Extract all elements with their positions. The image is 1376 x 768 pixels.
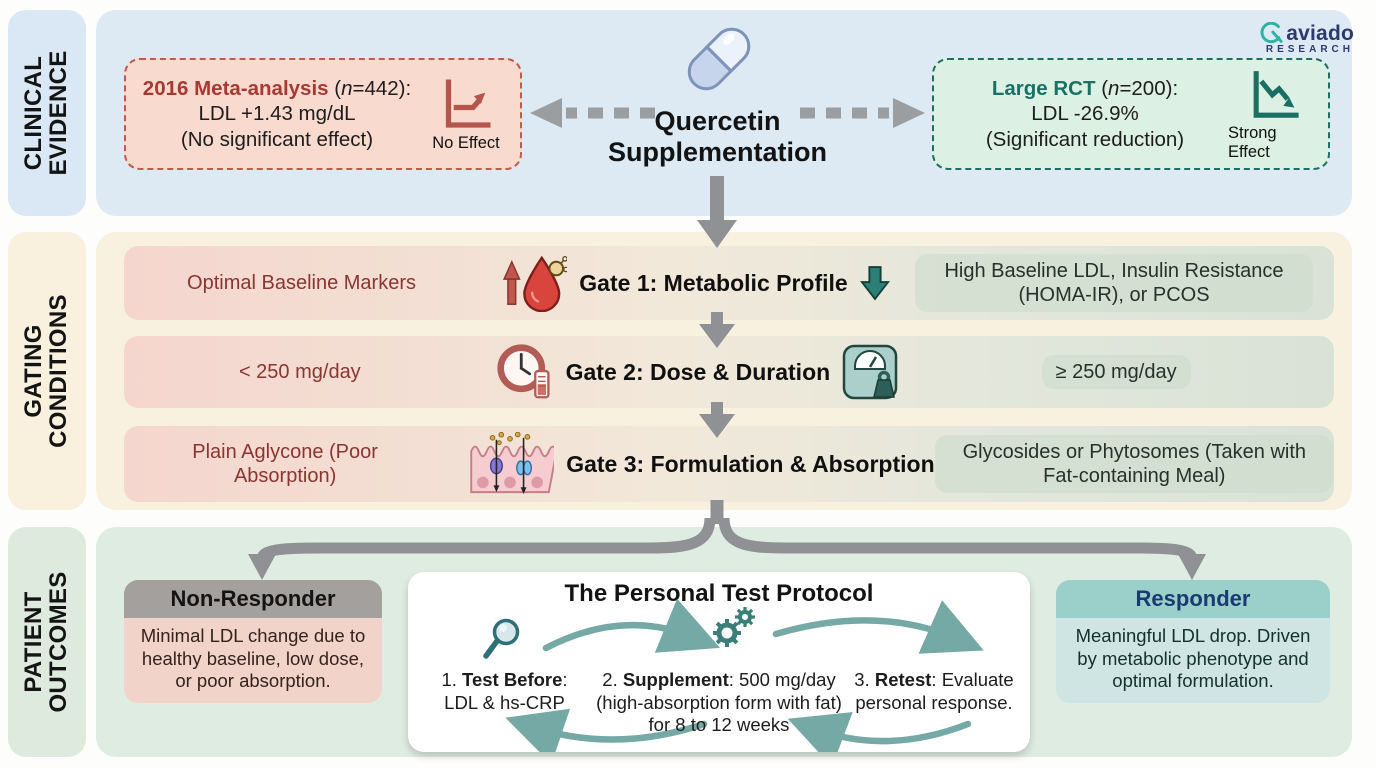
protocol-step-1: 1. Test Before: LDL & hs-CRP (422, 669, 587, 714)
personal-test-protocol-card: The Personal Test Protocol (408, 572, 1030, 752)
logo-name: aviado (1286, 22, 1354, 45)
gears-icon (713, 607, 755, 647)
gate-1-title: Gate 1: Metabolic Profile (579, 269, 848, 296)
protocol-step-3: 3. Retest: Evaluate personal response. (850, 669, 1018, 714)
meta-analysis-box: 2016 Meta-analysis (n=442): LDL +1.43 mg… (124, 58, 522, 170)
rct-text: Large RCT (n=200): LDL -26.9% (Significa… (942, 76, 1228, 152)
band-label-text: CLINICAL EVIDENCE (20, 50, 72, 176)
band-label-text: GATING CONDITIONS (20, 294, 72, 448)
gate-3-pass-condition: Glycosides or Phytosomes (Taken with Fat… (935, 434, 1334, 494)
responder-box: Responder Meaningful LDL drop. Driven by… (1056, 580, 1330, 703)
gate-2-fail-condition: < 250 mg/day (124, 360, 476, 384)
logo-subtitle: RESEARCH (1265, 44, 1354, 55)
gate-1-fail-condition: Optimal Baseline Markers (124, 271, 479, 295)
no-effect-icon-column: No Effect (420, 76, 512, 153)
gate-1-pass-condition: High Baseline LDL, Insulin Resistance (H… (894, 253, 1334, 313)
step-detail: : LDL & hs-CRP (444, 669, 568, 713)
meta-analysis-text: 2016 Meta-analysis (n=442): LDL +1.43 mg… (134, 76, 420, 152)
step-number: 3. (854, 669, 875, 690)
gate-1-fail-text: Optimal Baseline Markers (187, 272, 416, 294)
brand-logo: aviado RESEARCH (1238, 22, 1354, 55)
rct-box: Large RCT (n=200): LDL -26.9% (Significa… (932, 58, 1330, 170)
gate-1-pass-text: High Baseline LDL, Insulin Resistance (H… (915, 253, 1313, 313)
band-label-text: PATIENT OUTCOMES (20, 571, 72, 713)
protocol-title: The Personal Test Protocol (564, 580, 874, 607)
gate-3-title: Gate 3: Formulation & Absorption (566, 450, 935, 477)
n-open: ( (1095, 76, 1109, 100)
magnifier-icon (483, 618, 520, 659)
n-symbol: n (341, 76, 353, 100)
gate-2-row: < 250 mg/day Gate 2: Dose & Duration (124, 336, 1334, 408)
label-line: EVIDENCE (45, 50, 72, 176)
no-effect-caption: No Effect (432, 133, 500, 152)
label-line: GATING (20, 324, 48, 418)
rct-title: Large RCT (991, 76, 1096, 100)
main-title-line: Quercetin (654, 106, 781, 136)
protocol-step-2: 2. Supplement: 500 mg/day (high-absorpti… (593, 669, 845, 737)
band-label-patient-outcomes: PATIENT OUTCOMES (8, 527, 86, 757)
strong-effect-icon-column: Strong Effect (1228, 66, 1320, 162)
significance-note: (No significant effect) (180, 127, 374, 151)
gate-3-fail-text: Plain Aglycone (Poor Absorption) (192, 441, 378, 487)
n-open: ( (328, 76, 342, 100)
band-label-gating-conditions: GATING CONDITIONS (8, 232, 86, 510)
label-line: CONDITIONS (45, 294, 72, 448)
responder-description: Meaningful LDL drop. Driven by metabolic… (1056, 618, 1330, 703)
non-responder-description: Minimal LDL change due to healthy baseli… (124, 618, 382, 703)
strong-effect-caption: Strong Effect (1228, 124, 1277, 161)
significance-note: (Significant reduction) (985, 127, 1185, 151)
non-responder-box: Non-Responder Minimal LDL change due to … (124, 580, 382, 703)
n-value: =200): (1119, 76, 1179, 100)
gate-1-center: Gate 1: Metabolic Profile (479, 254, 894, 312)
main-title-line: Supplementation (607, 137, 827, 168)
responder-title: Responder (1056, 580, 1330, 618)
band-label-clinical-evidence: CLINICAL EVIDENCE (8, 10, 86, 216)
gut-absorption-icon (470, 432, 555, 495)
logo-row: aviado (1238, 22, 1354, 46)
step-number: 1. (441, 669, 463, 690)
clock-dose-icon (497, 344, 550, 399)
step-label: Supplement (622, 669, 729, 690)
main-title: Quercetin Supplementation (560, 106, 875, 169)
step-detail: : 500 mg/day (high-absorption form with … (596, 669, 842, 736)
strong-effect-chart-icon (1253, 71, 1299, 118)
gate-3-pass-text: Glycosides or Phytosomes (Taken with Fat… (935, 434, 1334, 494)
non-responder-title: Non-Responder (124, 580, 382, 618)
no-effect-chart-icon (445, 79, 491, 128)
step-label: Test Before (462, 669, 563, 690)
gate-2-center: Gate 2: Dose & Duration (476, 343, 899, 401)
label-line: PATIENT (20, 591, 48, 693)
gate-1-row: Optimal Baseline Markers Gate 1: Metabol… (124, 246, 1334, 320)
n-symbol: n (1108, 76, 1120, 100)
ldl-change: LDL -26.9% (1031, 102, 1139, 126)
scale-icon (842, 344, 898, 400)
label-line: OUTCOMES (45, 571, 72, 713)
gate-2-pass-condition: ≥ 250 mg/day (898, 354, 1334, 390)
gate-3-row: Plain Aglycone (Poor Absorption) (124, 426, 1334, 502)
gate-3-center: Gate 3: Formulation & Absorption (446, 432, 935, 496)
blood-drop-icon (503, 255, 568, 312)
step-number: 2. (602, 669, 623, 690)
gate-2-title: Gate 2: Dose & Duration (565, 358, 831, 385)
label-line: CLINICAL (20, 55, 48, 171)
gate-2-fail-text: < 250 mg/day (238, 361, 361, 383)
step-detail: : Evaluate personal response. (855, 669, 1014, 713)
teal-down-arrow-icon (859, 266, 890, 301)
n-value: =442): (352, 76, 412, 100)
step-label: Retest (874, 669, 932, 690)
meta-analysis-title: 2016 Meta-analysis (142, 76, 329, 100)
gate-3-fail-condition: Plain Aglycone (Poor Absorption) (124, 440, 446, 488)
pill-icon (687, 27, 751, 91)
ldl-change: LDL +1.43 mg/dL (198, 102, 356, 126)
gate-2-pass-text: ≥ 250 mg/day (1041, 354, 1191, 390)
aviado-logo-icon (1260, 22, 1283, 44)
